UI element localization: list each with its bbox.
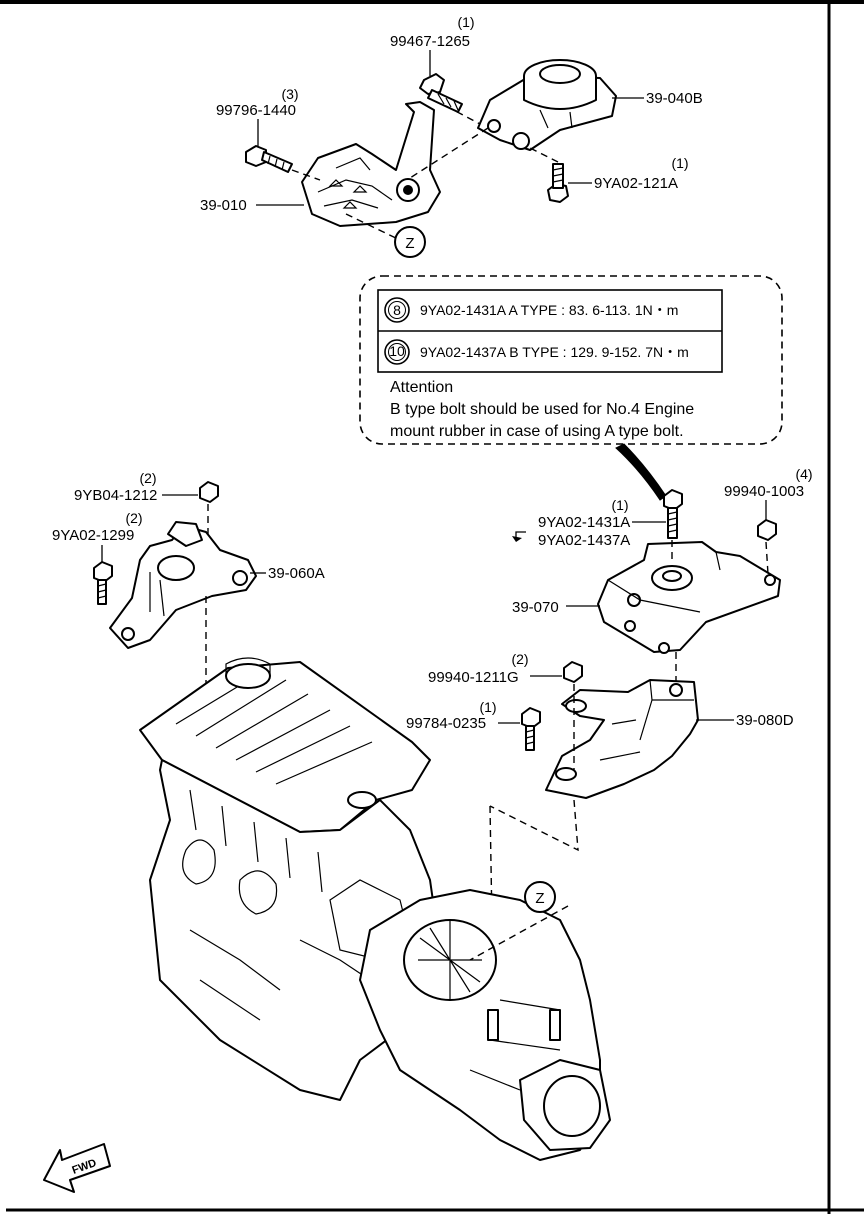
qty-9YA02-1299: (2) (125, 510, 142, 526)
label-9YA02-121A: 9YA02-121A (594, 175, 678, 192)
bracket-39-010 (301, 101, 441, 227)
label-99796-1440: 99796-1440 (216, 102, 296, 119)
bolt-9YA02-1431A (663, 489, 683, 539)
align-line-right-2 (765, 541, 769, 575)
label-9YB04-1212: 9YB04-1212 (74, 487, 157, 504)
qty-9YB04-1212: (2) (139, 470, 156, 486)
mount-39-040B (477, 59, 617, 151)
spec-callout-box: 8 9YA02-1431A A TYPE : 83. 6-113. 1N・m 1… (359, 275, 783, 445)
qty-99796-1440: (3) (281, 86, 298, 102)
label-39-070: 39-070 (512, 599, 559, 616)
align-line-member-2 (489, 799, 579, 852)
qty-9YA02-121A: (1) (671, 155, 688, 171)
label-99940-1211G: 99940-1211G (428, 669, 519, 686)
callout-z-top-letter: Z (405, 235, 414, 252)
bolt-9YA02-1299 (93, 561, 113, 605)
mount-39-070 (597, 541, 781, 654)
bolt-99784-0235 (521, 707, 541, 751)
torque-code-10: 10 (389, 343, 405, 359)
nut-99940-1003 (757, 519, 777, 541)
label-9YA02-1431A: 9YA02-1431A (538, 514, 630, 531)
spec-pointer-arrow (615, 443, 667, 501)
fwd-direction-arrow: FWD (43, 1143, 111, 1193)
label-39-040B: 39-040B (646, 90, 703, 107)
attention-line-1: B type bolt should be used for No.4 Engi… (390, 401, 694, 418)
label-39-080D: 39-080D (736, 712, 794, 729)
label-39-010: 39-010 (200, 197, 247, 214)
qty-99784-0235: (1) (479, 699, 496, 715)
qty-99467-1265: (1) (457, 14, 474, 30)
callout-z-bottom-letter: Z (535, 890, 544, 907)
member-39-080D (545, 679, 699, 799)
label-99940-1003: 99940-1003 (724, 483, 804, 500)
label-99467-1265: 99467-1265 (390, 33, 470, 50)
align-line-top-4 (529, 147, 559, 163)
callout-z-top: Z (394, 226, 426, 258)
label-9YA02-1299: 9YA02-1299 (52, 527, 134, 544)
bolt-9YA02-121A (547, 163, 569, 203)
attention-line-2: mount rubber in case of using A type bol… (390, 423, 684, 440)
qty-99940-1211G: (2) (511, 651, 528, 667)
nut-99940-1211G (563, 661, 583, 683)
qty-9YA02-1431A: (1) (611, 497, 628, 513)
torque-code-8: 8 (393, 302, 401, 318)
align-line-top-3 (291, 169, 321, 181)
align-line-top-5 (345, 213, 401, 241)
align-line-top-2 (409, 127, 489, 179)
spec-row-b-type: 9YA02-1437A B TYPE : 129. 9-152. 7N・m (420, 344, 689, 360)
bolt-99796-1440 (245, 145, 293, 173)
engine-transmission-assembly (139, 657, 611, 1161)
nut-9YB04-1212 (199, 481, 219, 503)
label-99784-0235: 99784-0235 (406, 715, 486, 732)
spec-row-a-type: 9YA02-1431A A TYPE : 83. 6-113. 1N・m (420, 302, 678, 318)
qty-99940-1003: (4) (795, 466, 812, 482)
label-39-060A: 39-060A (268, 565, 325, 582)
mount-39-060A (109, 521, 257, 649)
callout-z-bottom: Z (469, 881, 569, 961)
label-9YA02-1437A: 9YA02-1437A (538, 532, 630, 549)
align-line-top-1 (445, 105, 481, 125)
attention-title: Attention (390, 379, 453, 396)
bolt-99467-1265 (419, 73, 463, 113)
